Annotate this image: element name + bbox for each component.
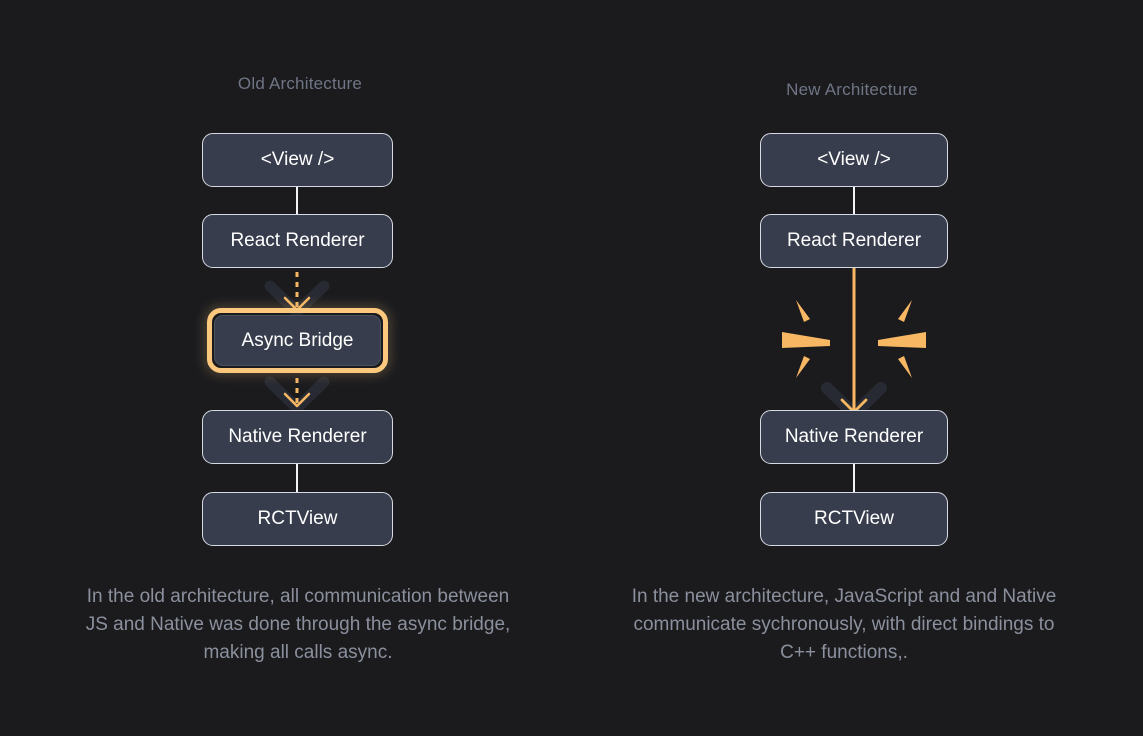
node-new-rctview[interactable]: RCTView: [760, 492, 948, 546]
connector-new-native-to-rctview: [853, 463, 856, 493]
node-new-view[interactable]: <View />: [760, 133, 948, 187]
old-architecture-caption: In the old architecture, all communicati…: [85, 586, 511, 663]
node-old-native-renderer[interactable]: Native Renderer: [202, 410, 393, 464]
dashed-arrow-bridge-to-native: [264, 358, 330, 414]
sparkle-burst-icon: [782, 300, 926, 378]
connector-old-view-to-react: [296, 186, 299, 216]
node-old-rctview[interactable]: RCTView: [202, 492, 393, 546]
node-old-async-bridge[interactable]: Async Bridge: [214, 315, 381, 366]
node-old-react-renderer[interactable]: React Renderer: [202, 214, 393, 268]
node-new-native-renderer[interactable]: Native Renderer: [760, 410, 948, 464]
node-old-view[interactable]: <View />: [202, 133, 393, 187]
node-new-react-renderer[interactable]: React Renderer: [760, 214, 948, 268]
connector-new-view-to-react: [853, 186, 856, 216]
solid-arrow-react-to-native: [821, 262, 887, 420]
new-architecture-heading: New Architecture: [786, 80, 918, 99]
old-architecture-heading: Old Architecture: [237, 74, 363, 93]
new-architecture-caption: In the new architecture, JavaScript and …: [631, 586, 1057, 663]
async-bridge-highlight-ring: [207, 308, 388, 373]
connector-old-native-to-rctview: [296, 463, 299, 493]
